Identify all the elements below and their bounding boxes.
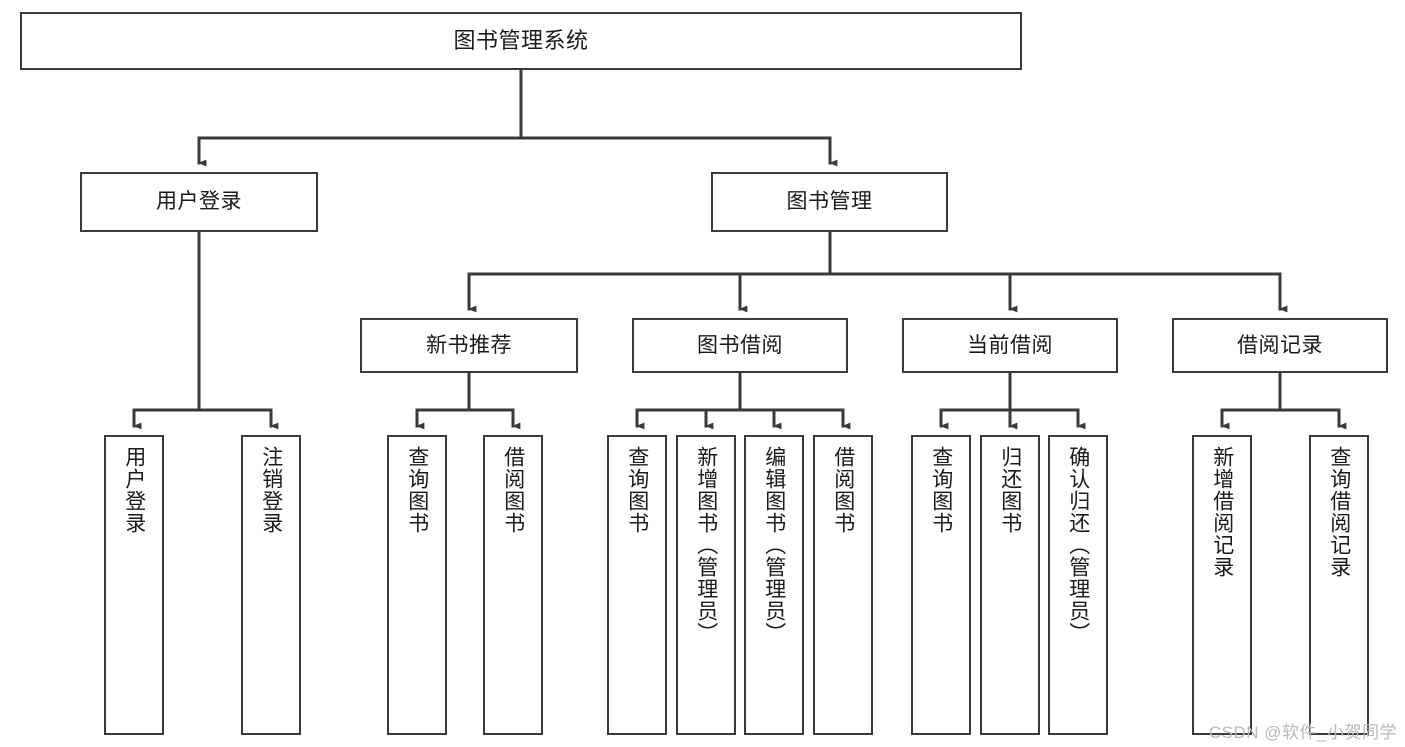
node-root-book-management-system[interactable]: 图书管理系统	[20, 12, 1022, 70]
node-label: 图书管理	[786, 190, 873, 214]
node-label: 编辑图书（管理员）	[762, 446, 786, 644]
leaf-borrow-record-search-record[interactable]: 查询借阅记录	[1309, 435, 1369, 735]
leaf-user-login-do-login[interactable]: 用户登录	[104, 435, 164, 735]
node-label: 注销登录	[259, 446, 283, 534]
node-current-borrow[interactable]: 当前借阅	[902, 318, 1118, 373]
leaf-book-borrow-add-book-admin[interactable]: 新增图书（管理员）	[676, 435, 736, 735]
node-label: 用户登录	[122, 446, 146, 534]
node-label: 当前借阅	[967, 333, 1053, 357]
node-new-book-recommend[interactable]: 新书推荐	[360, 318, 578, 373]
node-label: 查询图书	[625, 446, 649, 534]
node-book-management[interactable]: 图书管理	[711, 172, 948, 232]
leaf-book-borrow-borrow-book[interactable]: 借阅图书	[813, 435, 873, 735]
leaf-user-login-logout[interactable]: 注销登录	[241, 435, 301, 735]
node-label: 新书推荐	[426, 333, 512, 357]
node-user-login[interactable]: 用户登录	[80, 172, 318, 232]
node-label: 查询图书	[405, 446, 429, 534]
leaf-book-borrow-search-book[interactable]: 查询图书	[607, 435, 667, 735]
leaf-current-borrow-return-book[interactable]: 归还图书	[980, 435, 1040, 735]
node-label: 查询图书	[929, 446, 953, 534]
node-label: 新增图书（管理员）	[694, 446, 718, 644]
node-book-borrow[interactable]: 图书借阅	[632, 318, 848, 373]
node-label: 新增借阅记录	[1210, 446, 1234, 578]
node-borrow-record[interactable]: 借阅记录	[1172, 318, 1388, 373]
node-label: 图书借阅	[697, 333, 783, 357]
node-label: 借阅记录	[1237, 333, 1323, 357]
node-label: 归还图书	[998, 446, 1022, 534]
node-label: 确认归还（管理员）	[1066, 446, 1090, 644]
node-label: 借阅图书	[501, 446, 525, 534]
leaf-current-borrow-confirm-return-admin[interactable]: 确认归还（管理员）	[1048, 435, 1108, 735]
node-label: 借阅图书	[831, 446, 855, 534]
leaf-current-borrow-search-book[interactable]: 查询图书	[911, 435, 971, 735]
node-label: 图书管理系统	[453, 27, 589, 53]
leaf-book-borrow-edit-book-admin[interactable]: 编辑图书（管理员）	[744, 435, 804, 735]
leaf-new-book-search-book[interactable]: 查询图书	[387, 435, 447, 735]
csdn-watermark: CSDN @软件_小贺同学	[1208, 723, 1397, 742]
leaf-new-book-borrow-book[interactable]: 借阅图书	[483, 435, 543, 735]
leaf-borrow-record-add-record[interactable]: 新增借阅记录	[1192, 435, 1252, 735]
node-label: 查询借阅记录	[1327, 446, 1351, 578]
node-label: 用户登录	[156, 190, 242, 214]
